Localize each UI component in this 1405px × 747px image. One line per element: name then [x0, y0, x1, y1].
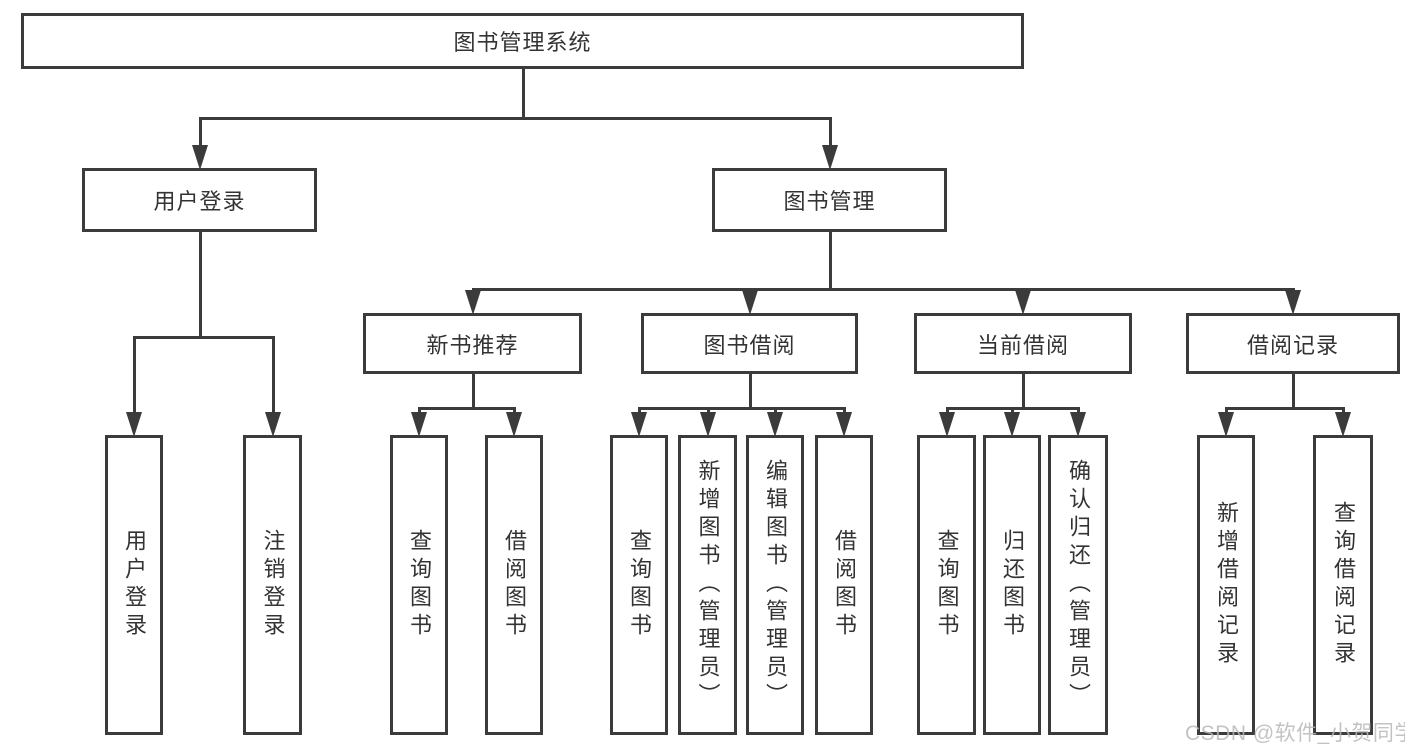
arrow-down-icon — [1218, 412, 1234, 437]
arrow-down-icon — [1004, 412, 1020, 437]
box-leaf-add-books: 新增图书（管理员） — [678, 435, 737, 735]
connector-line — [417, 407, 516, 410]
box-label: 查询图书 — [407, 529, 432, 641]
box-leaf-add-borrow-record: 新增借阅记录 — [1197, 435, 1255, 735]
box-label: 查询借阅记录 — [1331, 501, 1356, 669]
box-label: 确认归还（管理员） — [1066, 459, 1091, 711]
arrow-down-icon — [1015, 290, 1031, 315]
connector-line — [198, 117, 202, 151]
box-new-book-rec: 新书推荐 — [363, 313, 582, 374]
box-label: 当前借阅 — [976, 332, 1069, 358]
box-leaf-confirm-return: 确认归还（管理员） — [1048, 435, 1108, 735]
box-user-login: 用户登录 — [82, 168, 317, 232]
box-book-borrow: 图书借阅 — [641, 313, 858, 374]
connector-line — [471, 288, 1295, 291]
arrow-down-icon — [192, 145, 208, 170]
arrow-down-icon — [742, 290, 758, 315]
box-label: 查询图书 — [934, 529, 960, 641]
box-borrow-records: 借阅记录 — [1186, 313, 1400, 374]
box-leaf-query-books-1: 查询图书 — [390, 435, 448, 735]
box-label: 新书推荐 — [426, 332, 519, 358]
connector-line — [1291, 373, 1295, 410]
arrow-down-icon — [1335, 412, 1351, 437]
arrow-down-icon — [631, 412, 647, 437]
box-label: 新增图书（管理员） — [695, 459, 721, 711]
arrow-down-icon — [939, 412, 955, 437]
box-label: 借阅记录 — [1246, 332, 1339, 358]
connector-line — [828, 117, 832, 151]
connector-line — [637, 407, 846, 410]
box-root: 图书管理系统 — [21, 13, 1024, 69]
arrow-down-icon — [836, 412, 852, 437]
box-leaf-return-books: 归还图书 — [983, 435, 1041, 735]
box-label: 借阅图书 — [832, 529, 857, 641]
box-leaf-logout: 注销登录 — [243, 435, 302, 735]
arrow-down-icon — [465, 290, 481, 315]
box-book-mgmt: 图书管理 — [712, 168, 947, 232]
arrow-down-icon — [700, 412, 716, 437]
box-leaf-query-books-2: 查询图书 — [610, 435, 668, 735]
connector-line — [471, 373, 475, 410]
arrow-down-icon — [411, 412, 427, 437]
box-label: 图书管理系统 — [453, 30, 592, 55]
arrow-down-icon — [506, 412, 522, 437]
connector-line — [748, 373, 752, 410]
box-label: 用户登录 — [153, 189, 246, 214]
box-label: 图书管理 — [783, 189, 876, 214]
arrow-down-icon — [126, 412, 142, 437]
box-label: 用户登录 — [122, 529, 147, 641]
connector-line — [132, 336, 275, 339]
arrow-down-icon — [767, 412, 783, 437]
connector-line — [1224, 407, 1345, 410]
connector-line — [271, 336, 275, 418]
box-leaf-query-borrow-record: 查询借阅记录 — [1313, 435, 1373, 735]
box-label: 图书借阅 — [703, 332, 796, 358]
box-leaf-query-books-3: 查询图书 — [917, 435, 976, 735]
connector-line — [198, 231, 202, 339]
box-current-borrow: 当前借阅 — [914, 313, 1132, 374]
box-leaf-borrow-books-1: 借阅图书 — [485, 435, 543, 735]
arrow-down-icon — [1070, 412, 1086, 437]
box-leaf-user-login: 用户登录 — [105, 435, 163, 735]
connector-line — [132, 336, 136, 418]
connector-line — [1021, 373, 1025, 410]
connector-line — [521, 68, 525, 120]
arrow-down-icon — [265, 412, 281, 437]
box-label: 查询图书 — [627, 529, 652, 641]
box-label: 新增借阅记录 — [1214, 501, 1239, 669]
connector-line — [198, 117, 832, 120]
box-label: 注销登录 — [260, 529, 286, 641]
connector-line — [828, 231, 832, 291]
arrow-down-icon — [822, 145, 838, 170]
box-label: 归还图书 — [1000, 529, 1025, 641]
box-leaf-borrow-books-2: 借阅图书 — [815, 435, 873, 735]
csdn-watermark: CSDN @软件_小贺同学 — [1185, 722, 1405, 745]
box-label: 借阅图书 — [502, 529, 527, 641]
arrow-down-icon — [1285, 290, 1301, 315]
box-label: 编辑图书（管理员） — [763, 459, 788, 711]
box-leaf-edit-books: 编辑图书（管理员） — [746, 435, 804, 735]
